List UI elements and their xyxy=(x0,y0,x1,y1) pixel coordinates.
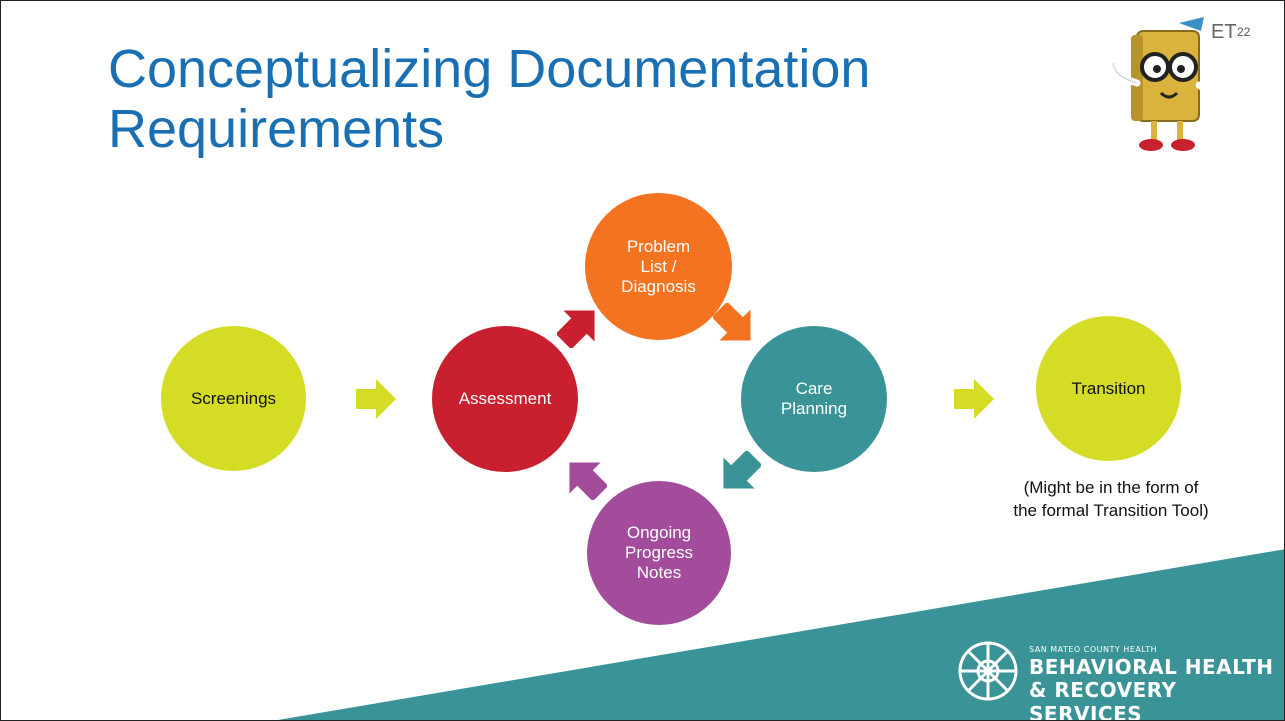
title-line-1: Conceptualizing Documentation xyxy=(108,39,871,99)
title-line-2: Requirements xyxy=(108,99,445,159)
node-progress-notes: Ongoing Progress Notes xyxy=(587,481,731,625)
arrow-care-to-transition xyxy=(954,379,994,419)
arrow-care-to-progress xyxy=(723,451,761,489)
arrow-assessment-to-problem xyxy=(557,310,595,348)
node-care-planning: Care Planning xyxy=(741,326,887,472)
node-transition: Transition xyxy=(1036,316,1181,461)
node-problem-list-label: Problem List / Diagnosis xyxy=(621,236,696,296)
logo-line-2: & RECOVERY SERVICES xyxy=(1029,678,1177,721)
slide-title: Conceptualizing Documentation Requiremen… xyxy=(108,39,1088,159)
node-screenings-label: Screenings xyxy=(190,388,277,408)
node-progress-notes-label: Ongoing Progress Notes xyxy=(624,523,694,582)
node-assessment-label: Assessment xyxy=(458,389,552,408)
logo-line-1: BEHAVIORAL HEALTH xyxy=(1029,655,1274,679)
corner-mark: ET xyxy=(1211,21,1237,43)
transition-note: (Might be in the form of the formal Tran… xyxy=(1013,478,1209,520)
arrow-progress-to-assessment xyxy=(569,462,607,500)
node-transition-label: Transition xyxy=(1071,378,1146,398)
logo-org-small: SAN MATEO COUNTY HEALTH xyxy=(1029,645,1158,654)
node-screenings: Screenings xyxy=(161,326,306,471)
node-assessment: Assessment xyxy=(432,326,578,472)
slide-number: 22 xyxy=(1237,25,1251,39)
book-mascot-icon xyxy=(1109,17,1214,151)
sunburst-logo-icon xyxy=(958,641,1018,701)
arrow-screenings-to-assessment xyxy=(356,379,396,419)
arrow-problem-to-care xyxy=(713,303,751,341)
node-problem-list: Problem List / Diagnosis xyxy=(585,193,732,340)
node-care-planning-label: Care Planning xyxy=(780,379,848,418)
